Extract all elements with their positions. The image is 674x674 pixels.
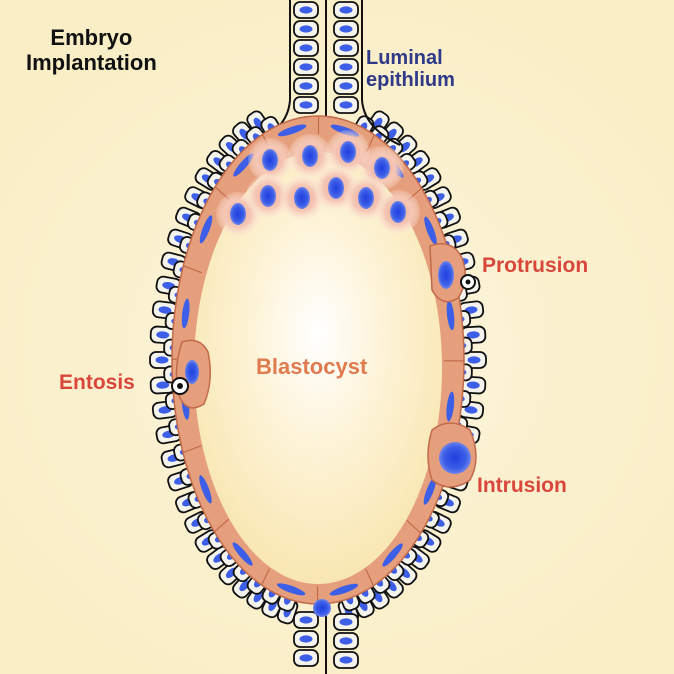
nucleus (299, 25, 313, 33)
trophoblast-layer (171, 115, 465, 605)
icm-nucleus (390, 201, 406, 223)
epithelial-cell (293, 96, 319, 114)
epithelial-cell (333, 77, 359, 95)
inner-cell-mass (216, 130, 420, 236)
trophoblast-nucleus (446, 300, 455, 331)
blastocoel-cavity (194, 152, 442, 584)
entosis-nucleus (185, 360, 199, 384)
icm-nucleus (302, 145, 318, 167)
protrusion-label: Protrusion (482, 254, 589, 277)
luminal-label-line-2: epithlium (366, 69, 455, 92)
nucleus (299, 82, 313, 90)
trophoblast-nucleus (232, 542, 253, 566)
diagram-title: Embryo Implantation (26, 25, 157, 75)
nucleus (299, 654, 313, 662)
epithelial-cell (333, 39, 359, 57)
epithelial-cell (293, 20, 319, 38)
cell-boundary (213, 518, 229, 533)
nucleus (155, 356, 169, 364)
icm-nucleus (328, 177, 344, 199)
trophoblast-nucleus (423, 476, 437, 505)
icm-nucleus (262, 149, 278, 171)
cell-boundary (182, 445, 202, 454)
epithelial-cell (293, 630, 319, 648)
nucleus (156, 381, 170, 389)
epithelial-cell (333, 58, 359, 76)
nucleus (466, 381, 480, 389)
luminal-label-line-1: Luminal (366, 47, 443, 69)
nucleus (339, 25, 353, 33)
nucleus (299, 6, 313, 14)
epithelial-cell (333, 613, 359, 631)
intrusion-label: Intrusion (477, 474, 567, 497)
nucleus (299, 635, 313, 643)
nucleus (339, 44, 353, 52)
luminal-epithelium-label: Luminal epithlium (366, 47, 455, 92)
nucleus (386, 128, 397, 140)
cell-boundary (183, 265, 202, 274)
trophoblast-nucleus (329, 583, 359, 596)
epithelial-cell (293, 611, 319, 629)
trophoblast-nucleus (277, 124, 307, 137)
epithelial-cell (293, 1, 319, 19)
nucleus (339, 656, 353, 664)
intrusion-nucleus (439, 442, 471, 474)
epithelial-cell (293, 77, 319, 95)
epithelial-cell (333, 632, 359, 650)
trophoblast-nucleus (424, 216, 437, 245)
nucleus (299, 616, 313, 624)
protrusion-dot (465, 279, 471, 285)
trophoblast-nucleus (199, 475, 212, 504)
protrusion-nucleus (438, 261, 454, 289)
engulfed-nucleus (177, 383, 183, 389)
nucleus (466, 331, 480, 339)
tube-outline (361, 0, 401, 146)
nucleus (339, 6, 353, 14)
icm-nucleus (230, 203, 246, 225)
nucleus (339, 63, 353, 71)
nucleus (299, 44, 313, 52)
title-line-1: Embryo (50, 25, 133, 50)
cell-boundary (406, 519, 422, 534)
entosis-label: Entosis (59, 371, 135, 394)
nucleus (339, 82, 353, 90)
trophoblast-nucleus (313, 599, 331, 617)
epithelial-cell (293, 58, 319, 76)
trophoblast-nucleus (277, 583, 306, 596)
nucleus (299, 101, 313, 109)
icm-nucleus (358, 187, 374, 209)
icm-nucleus (374, 157, 390, 179)
epithelial-cell (293, 649, 319, 667)
epithelial-cell (333, 96, 359, 114)
epithelial-cell (333, 651, 359, 669)
nucleus (299, 63, 313, 71)
nucleus (339, 637, 353, 645)
nucleus (239, 580, 250, 592)
epithelial-cell (333, 1, 359, 19)
cell-boundary (261, 568, 270, 586)
trophoblast-nucleus (181, 298, 190, 329)
nucleus (464, 406, 478, 414)
blastocyst-label: Blastocyst (256, 354, 368, 379)
nucleus (339, 101, 353, 109)
nucleus (158, 306, 172, 314)
epithelial-cell (333, 20, 359, 38)
icm-nucleus (260, 185, 276, 207)
trophoblast-nucleus (199, 215, 213, 244)
icm-nucleus (340, 141, 356, 163)
trophoblast-nucleus (382, 543, 403, 567)
nucleus (467, 356, 481, 364)
icm-nucleus (294, 187, 310, 209)
nucleus (372, 117, 383, 130)
nucleus (339, 618, 353, 626)
invasion-events (171, 243, 477, 617)
trophoblast-nucleus (446, 391, 455, 422)
nucleus (156, 331, 170, 339)
epithelial-cell (293, 39, 319, 57)
cell-boundary (365, 568, 374, 587)
title-line-2: Implantation (26, 49, 157, 75)
nucleus (253, 590, 264, 603)
